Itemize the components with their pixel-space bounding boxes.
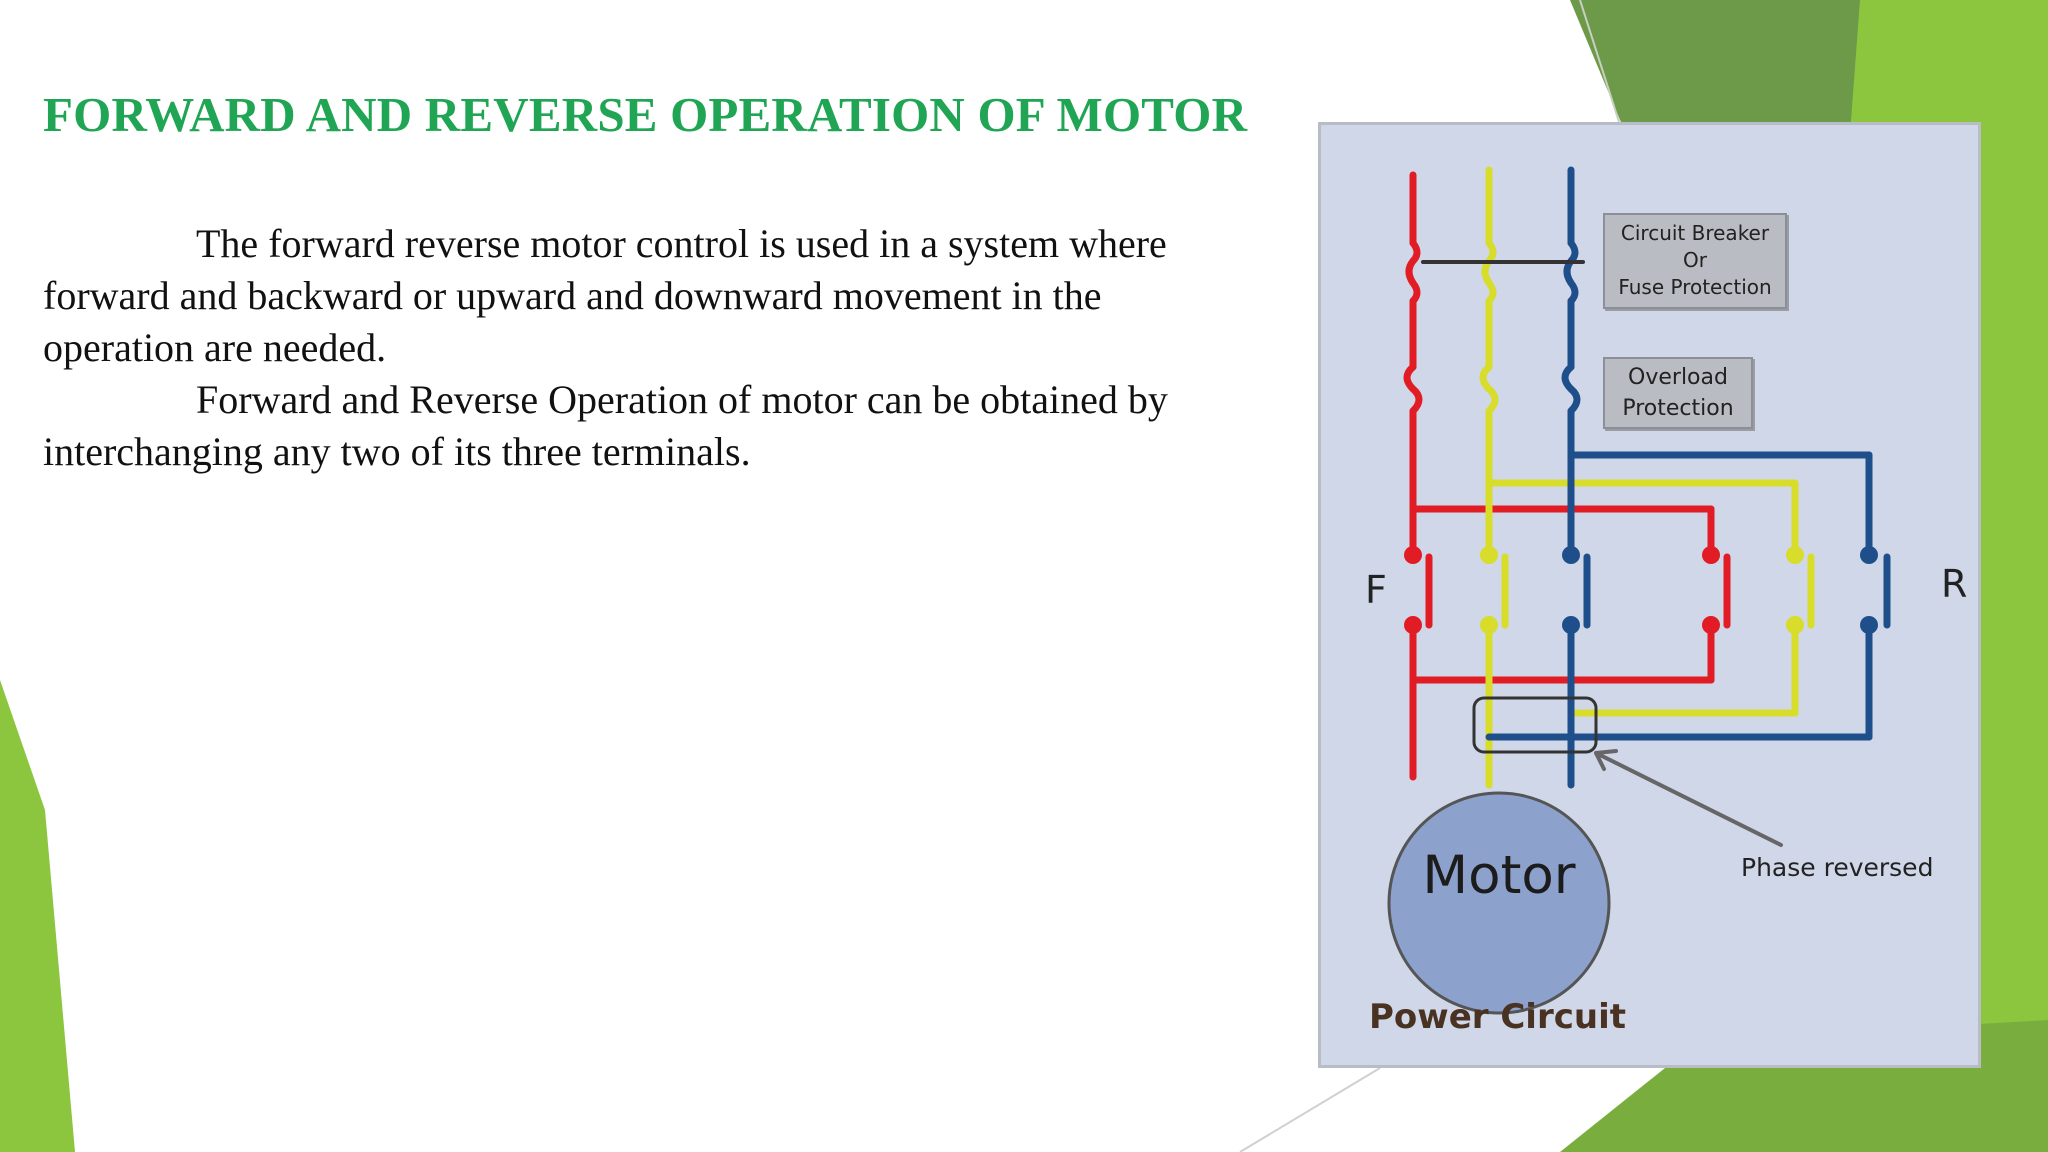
circuit-breaker-line-1: Circuit Breaker: [1620, 221, 1770, 245]
phase-reversed-label: Phase reversed: [1741, 853, 1934, 882]
slide-title: FORWARD AND REVERSE OPERATION OF MOTOR: [43, 87, 1248, 142]
power-circuit-label: Power Circuit: [1369, 997, 1626, 1037]
motor-label: Motor: [1422, 845, 1576, 906]
contact-terminals: [1404, 546, 1878, 634]
circuit-breaker-line-3: Fuse Protection: [1618, 275, 1772, 299]
overload-protection-label: Overload Protection: [1603, 357, 1753, 429]
circuit-breaker-line-2: Or: [1683, 248, 1707, 272]
phase-reversed-arrow: [1594, 749, 1783, 847]
motor-symbol: [1387, 791, 1611, 1015]
power-circuit-diagram: Circuit Breaker Or Fuse Protection Overl…: [1318, 122, 1981, 1068]
circuit-breaker-label: Circuit Breaker Or Fuse Protection: [1603, 213, 1787, 309]
wire-red: [1403, 171, 1731, 781]
wire-blue: [1485, 166, 1891, 789]
paragraph-2-text: Forward and Reverse Operation of motor c…: [43, 377, 1168, 474]
paragraph-1: The forward reverse motor control is use…: [43, 218, 1243, 374]
paragraph-2: Forward and Reverse Operation of motor c…: [43, 374, 1243, 478]
reverse-contactor-label: R: [1941, 562, 1968, 606]
overload-line-1: Overload: [1628, 365, 1728, 390]
overload-line-2: Protection: [1622, 396, 1734, 421]
forward-contactor-label: F: [1365, 568, 1387, 612]
paragraph-1-text: The forward reverse motor control is use…: [43, 221, 1167, 370]
circuit-drawing: [1387, 166, 1891, 1015]
wire-yellow: [1479, 166, 1815, 789]
phase-reversal-box: [1472, 696, 1598, 754]
slide-body: The forward reverse motor control is use…: [43, 218, 1243, 478]
